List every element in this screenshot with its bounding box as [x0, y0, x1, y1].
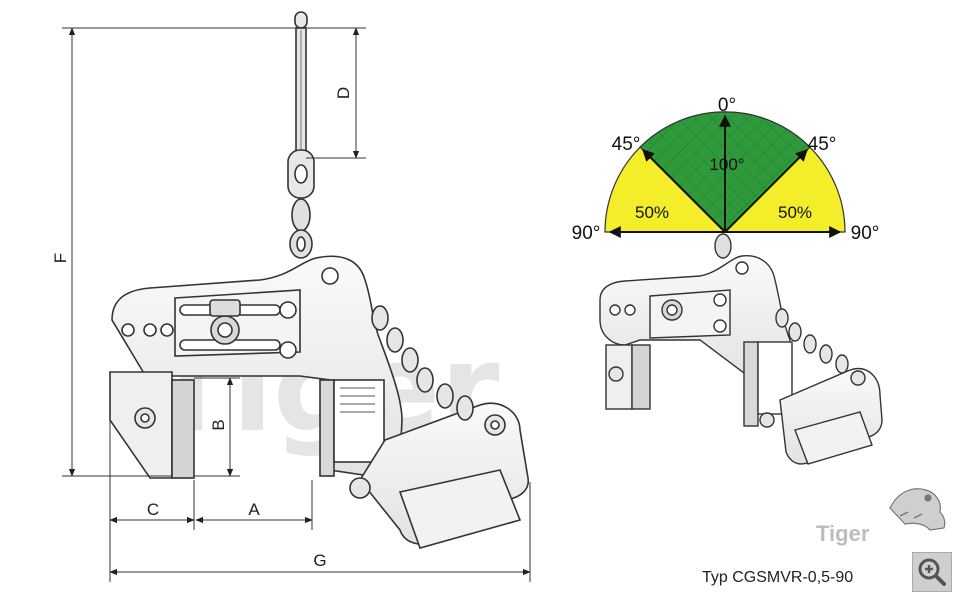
dimension-c-label: C [147, 500, 159, 519]
magnifier-plus-icon [918, 558, 946, 586]
right-capacity-label: 50% [778, 203, 812, 222]
type-caption: Typ CGSMVR-0,5-90 [702, 569, 853, 586]
dimension-a-label: A [248, 500, 260, 519]
angle-0-label: 0° [718, 95, 736, 116]
angle-90-right-label: 90° [851, 223, 880, 244]
clamp-angled-drawing [599, 233, 883, 465]
dimension-f-label: F [51, 253, 70, 263]
clamp-main-drawing [109, 11, 530, 549]
angle-45-right-label: 45° [808, 134, 837, 155]
tiger-logo-text: Tiger [816, 521, 870, 546]
tiger-logo: Tiger [816, 488, 946, 546]
load-angle-diagram [604, 111, 846, 238]
tiger-logo-icon [889, 488, 946, 531]
dimension-b-label: B [209, 419, 228, 430]
center-capacity-label: 100° [709, 155, 744, 174]
zoom-button[interactable] [912, 552, 952, 592]
angle-45-left-label: 45° [612, 134, 641, 155]
dimension-d-label: D [334, 87, 353, 99]
left-capacity-label: 50% [635, 203, 669, 222]
dimension-lines [62, 27, 531, 582]
dimension-g-label: G [313, 551, 326, 570]
angle-90-left-label: 90° [572, 223, 601, 244]
